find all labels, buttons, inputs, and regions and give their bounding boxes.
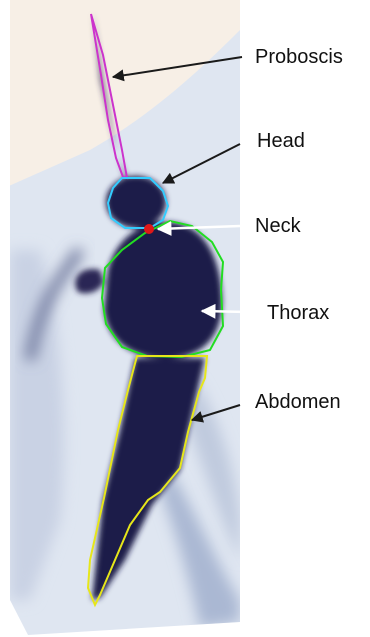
label-proboscis: Proboscis <box>255 46 343 68</box>
neck-point <box>144 224 154 234</box>
label-head: Head <box>257 130 305 152</box>
label-abdomen: Abdomen <box>255 391 341 413</box>
label-thorax: Thorax <box>267 302 329 324</box>
label-neck: Neck <box>255 215 302 237</box>
thorax-arrow <box>202 311 248 312</box>
